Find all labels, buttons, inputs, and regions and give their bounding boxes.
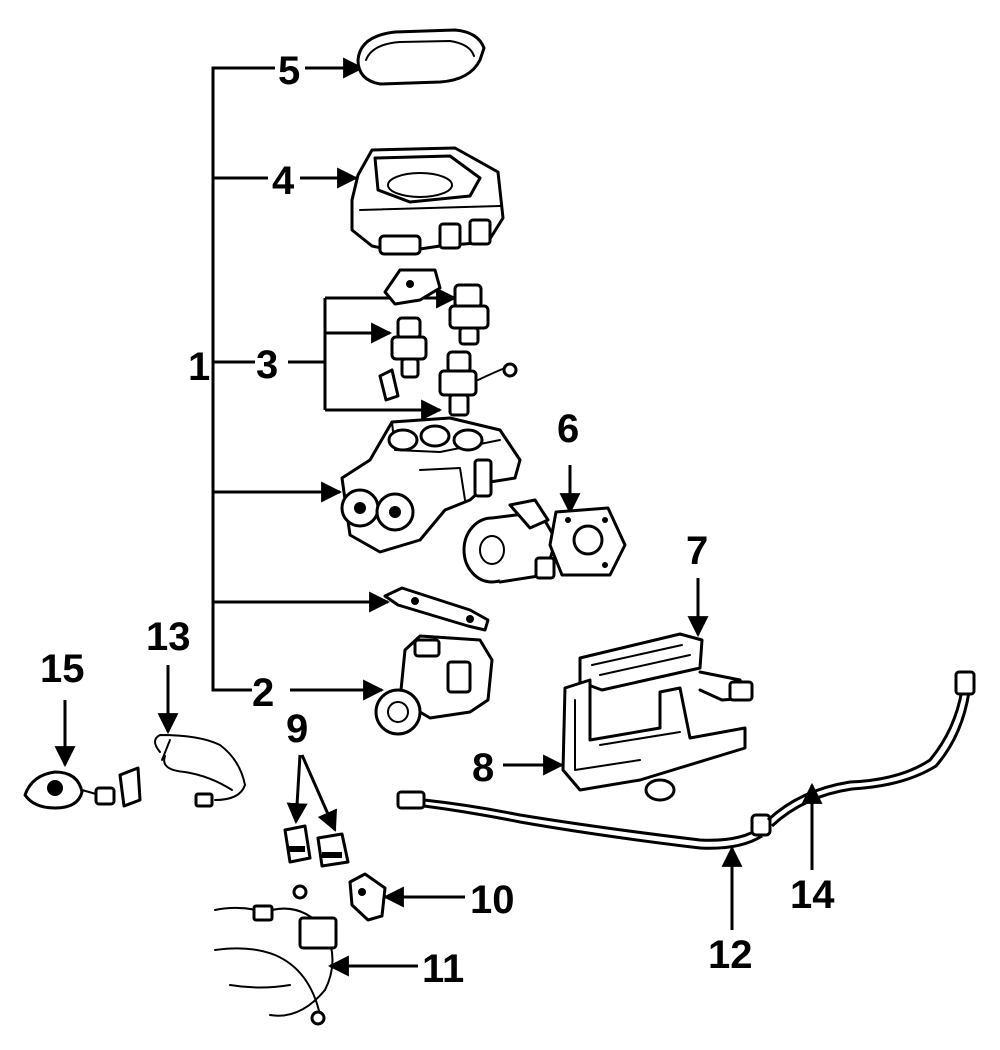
leader-bracket-1 [211, 66, 275, 692]
leader-9b [300, 754, 337, 832]
part-reservoir [350, 146, 505, 256]
part-modulator-body [340, 416, 522, 554]
part-speed-sensor-15 [23, 766, 142, 810]
callout-6: 6 [557, 407, 579, 451]
part-pump-motor [462, 498, 627, 584]
callout-2: 2 [252, 671, 274, 715]
part-solenoid-valves [378, 268, 518, 417]
callout-8: 8 [472, 746, 494, 790]
part-harness-cable-12 [396, 790, 763, 850]
leader-9a [286, 754, 308, 825]
part-sensor-harness-13 [154, 734, 246, 808]
part-clip-10 [348, 872, 387, 922]
callout-5: 5 [278, 49, 300, 93]
part-mounting-bracket [383, 586, 490, 632]
part-reservoir-cap [356, 28, 486, 86]
callout-7: 7 [686, 529, 708, 573]
part-wiring-harness-11 [214, 884, 338, 1026]
callout-14: 14 [790, 873, 835, 917]
callout-10: 10 [470, 878, 515, 922]
callout-3: 3 [256, 343, 278, 387]
part-relays [283, 824, 350, 868]
part-control-module [578, 632, 754, 702]
callout-9: 9 [286, 707, 308, 751]
callout-12: 12 [708, 933, 753, 977]
callout-15: 15 [40, 647, 85, 691]
callout-labels: 1 2 3 4 5 6 7 8 9 10 11 12 13 14 15 [40, 49, 835, 991]
callout-13: 13 [146, 615, 191, 659]
part-module-bracket [561, 678, 747, 802]
callout-11: 11 [422, 947, 464, 991]
part-motor-pack [374, 634, 494, 736]
callout-4: 4 [272, 159, 295, 203]
part-harness-cable-14 [750, 670, 976, 837]
callout-1: 1 [188, 345, 210, 389]
